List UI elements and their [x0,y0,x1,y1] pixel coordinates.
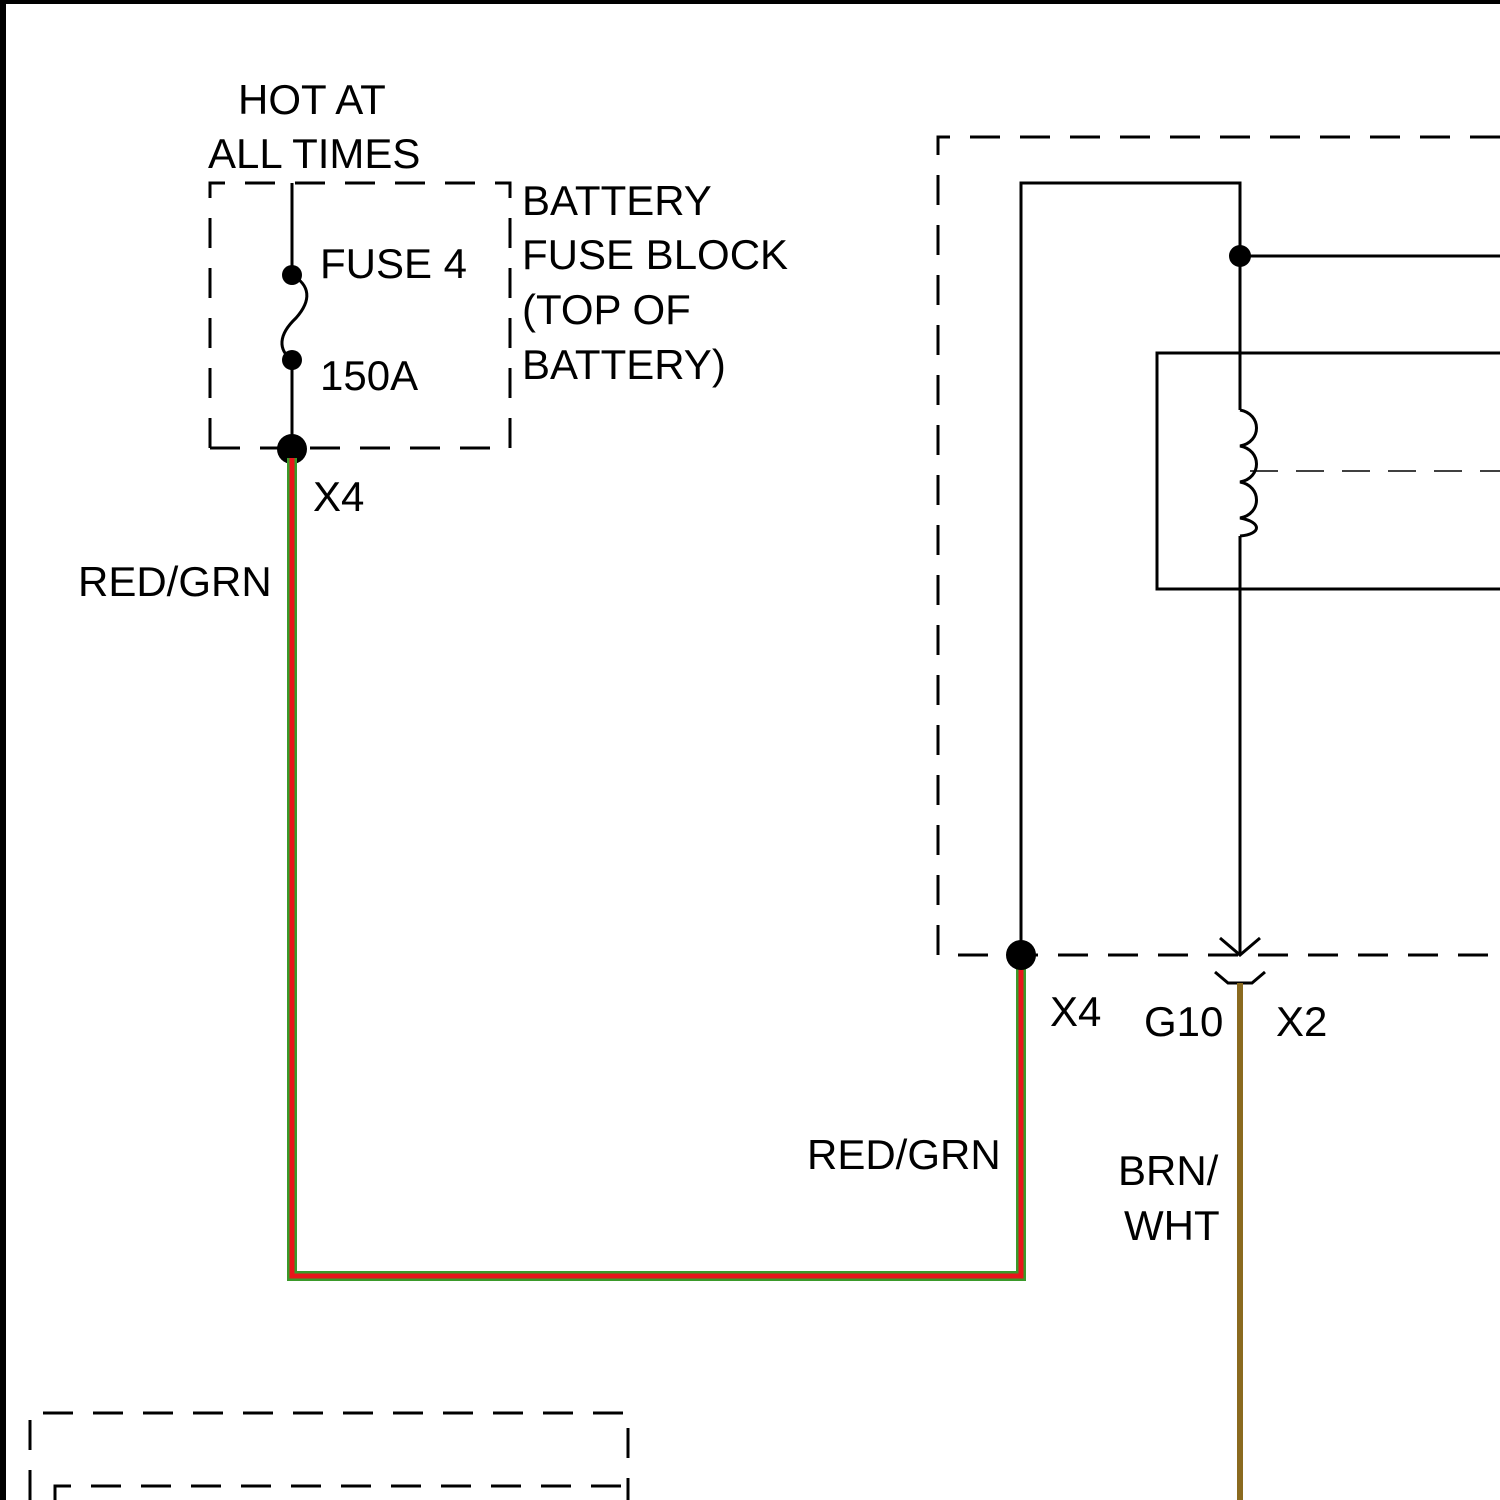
fuse-block-label-4: BATTERY) [522,341,726,388]
x2-connector-label: X2 [1276,998,1327,1045]
relay-coil [1240,410,1257,536]
component-connector-dot-x4 [1006,940,1036,970]
fuse-terminal-top [282,265,302,285]
ground-connector-label: G10 [1144,998,1223,1045]
supply-note-line2: ALL TIMES [208,130,420,177]
fuse-block-connector-label: X4 [313,473,364,520]
wire-color-left: RED/GRN [78,558,272,605]
fuse-block-label-1: BATTERY [522,177,712,224]
brn-wht-label-1: BRN/ [1118,1147,1219,1194]
fuse-block-label-3: (TOP OF [522,286,691,333]
g10-connector-female [1215,972,1265,983]
fuse-element [282,275,307,360]
fuse-name: FUSE 4 [320,240,467,287]
fuse-rating: 150A [320,352,418,399]
fuse-block-label-2: FUSE BLOCK [522,231,788,278]
fuse-terminal-bottom [282,350,302,370]
supply-note-line1: HOT AT [238,76,386,123]
fuse-block-outline [210,183,510,448]
internal-junction-dot [1229,245,1251,267]
brn-wht-label-2: WHT [1124,1202,1220,1249]
component-connector-x4-label: X4 [1050,988,1101,1035]
wire-color-right: RED/GRN [807,1131,1001,1178]
lower-component-outline-inner [55,1486,628,1500]
internal-feed-wire [1021,183,1240,955]
